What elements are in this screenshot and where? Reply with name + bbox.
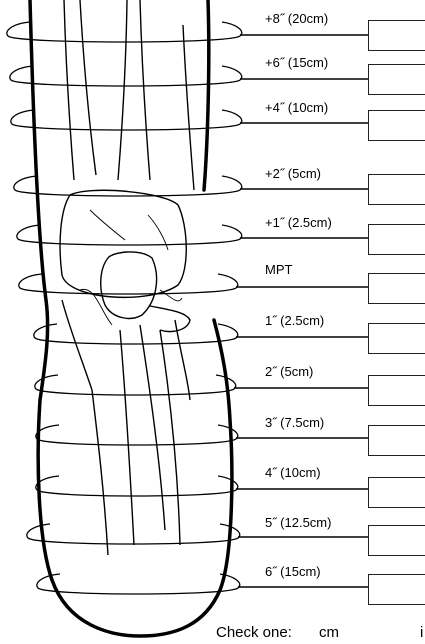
measurement-ring — [14, 176, 242, 196]
unit-in-option[interactable]: i — [420, 624, 423, 642]
measurement-ring — [36, 425, 238, 445]
measurement-entry-box[interactable] — [368, 323, 425, 354]
measurement-ring — [35, 375, 236, 395]
measurement-entry-box[interactable] — [368, 273, 425, 304]
level-label: 2˝ (5cm) — [265, 365, 313, 379]
measurement-ring — [7, 22, 242, 42]
measurement-entry-box[interactable] — [368, 375, 425, 406]
measurement-ring — [34, 324, 238, 344]
level-label: MPT — [265, 263, 292, 277]
measurement-entry-box[interactable] — [368, 64, 425, 95]
measurement-entry-box[interactable] — [368, 110, 425, 141]
level-label: +6˝ (15cm) — [265, 56, 328, 70]
level-label: +1˝ (2.5cm) — [265, 216, 332, 230]
measurement-ring — [17, 225, 242, 245]
level-label: 4˝ (10cm) — [265, 466, 321, 480]
measurement-ring — [19, 274, 238, 294]
level-label: +2˝ (5cm) — [265, 167, 321, 181]
unit-cm-option[interactable]: cm — [319, 624, 339, 642]
knee-bone-sketch — [60, 0, 194, 555]
level-label: 5˝ (12.5cm) — [265, 516, 331, 530]
measurement-entry-box[interactable] — [368, 224, 425, 255]
measurement-entry-box[interactable] — [368, 574, 425, 605]
measurement-entry-box[interactable] — [368, 425, 425, 456]
measurement-entry-box[interactable] — [368, 525, 425, 556]
level-label: 6˝ (15cm) — [265, 565, 321, 579]
measurement-entry-box[interactable] — [368, 20, 425, 51]
measurement-entry-box[interactable] — [368, 174, 425, 205]
measurement-ring — [37, 574, 240, 594]
level-label: 1˝ (2.5cm) — [265, 314, 324, 328]
level-label: +4˝ (10cm) — [265, 101, 328, 115]
level-label: +8˝ (20cm) — [265, 12, 328, 26]
check-one-label: Check one: — [216, 624, 292, 642]
measurement-ring — [36, 476, 238, 496]
measurement-entry-box[interactable] — [368, 477, 425, 508]
level-label: 3˝ (7.5cm) — [265, 416, 324, 430]
